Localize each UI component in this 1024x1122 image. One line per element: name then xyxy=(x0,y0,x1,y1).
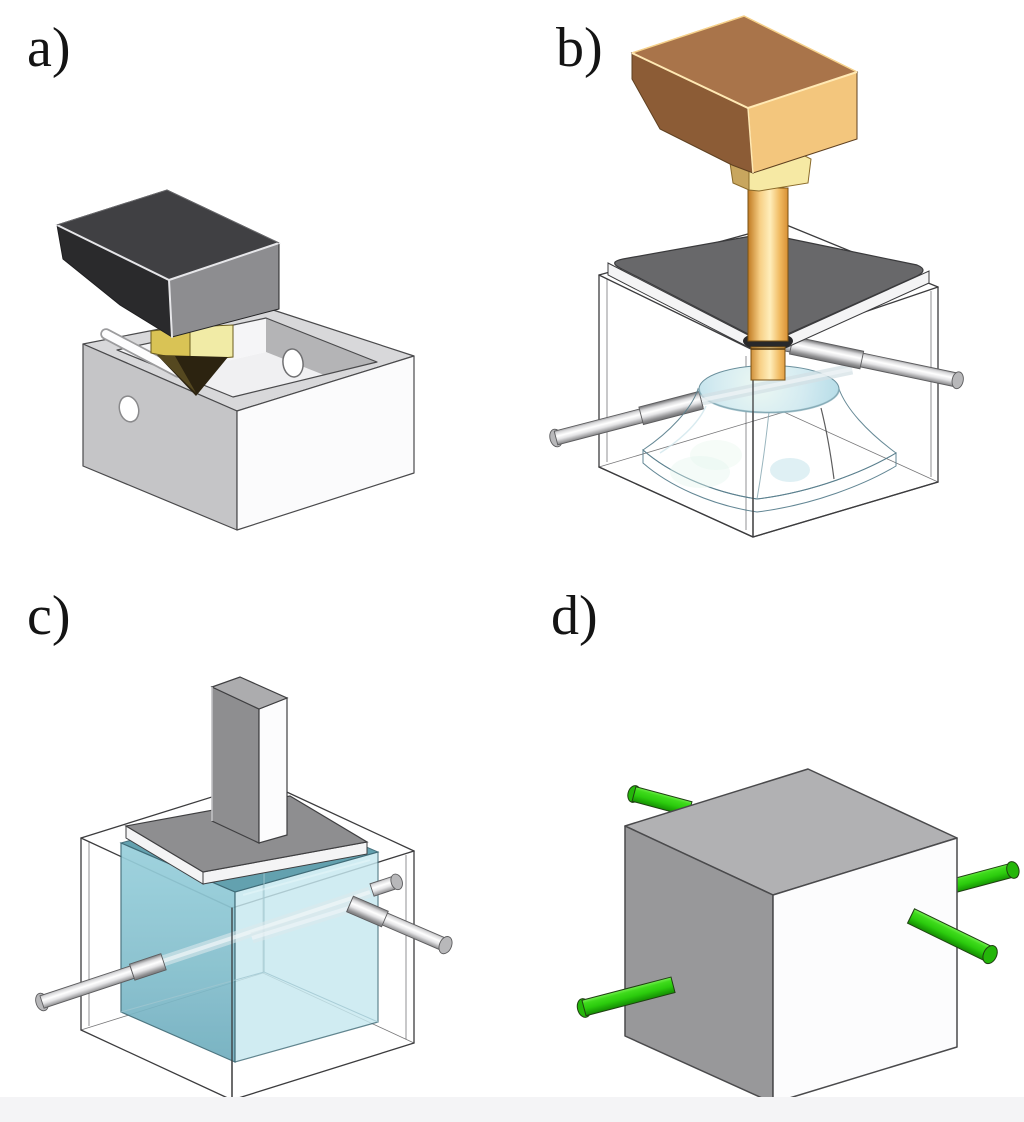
panel-label-a: a) xyxy=(27,17,71,79)
panel-label-b: b) xyxy=(556,17,603,79)
press-plate-c xyxy=(124,795,369,885)
print-head xyxy=(55,189,281,338)
panel-d: d) xyxy=(551,585,1020,1104)
green-pin-top-left xyxy=(627,785,693,817)
footer-strip xyxy=(0,1097,1024,1122)
pin-front-right-end xyxy=(346,895,453,955)
mold-box-open xyxy=(82,307,415,531)
demolded-cube xyxy=(624,768,958,1104)
panel-a: a) xyxy=(27,17,415,531)
pin-left-end xyxy=(35,953,167,1012)
panel-c: c) xyxy=(27,585,453,1101)
green-pin-left-face xyxy=(576,976,676,1018)
green-pin-right-face xyxy=(906,908,998,965)
piston xyxy=(210,676,289,844)
feed-rod xyxy=(747,187,789,381)
gel-blob xyxy=(642,363,897,513)
mold-front-hole xyxy=(118,395,140,423)
print-nozzle xyxy=(150,324,234,396)
support-pin-upper-right xyxy=(760,331,964,390)
green-pin-back-right xyxy=(950,861,1020,894)
mold-inner-hole xyxy=(282,348,304,378)
support-pin-lower-left xyxy=(549,390,704,448)
mold-front-right-face xyxy=(236,355,415,531)
extruded-strand xyxy=(100,328,184,378)
panel-label-c: c) xyxy=(27,585,71,647)
panel-label-d: d) xyxy=(551,585,598,647)
panel-b: b) xyxy=(549,15,964,538)
pin-back-right-stub xyxy=(369,873,403,897)
hopper xyxy=(630,15,859,174)
